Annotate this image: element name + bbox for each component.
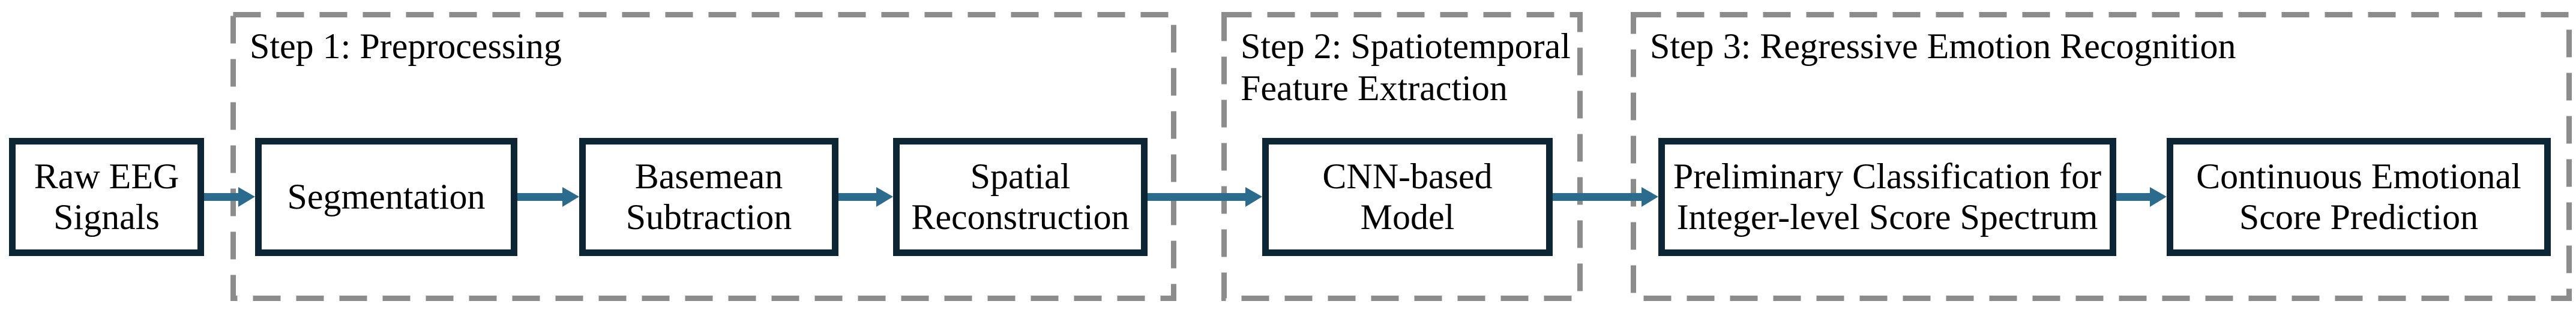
node-spatial-reconstruction-label: Spatial Reconstruction xyxy=(911,156,1130,237)
flow-arrow-cnn-to-preliminary xyxy=(1553,187,1658,207)
arrow-shaft xyxy=(838,193,877,201)
node-segmentation-label: Segmentation xyxy=(287,176,486,216)
node-raw-eeg-signals-label: Raw EEG Signals xyxy=(34,156,179,237)
arrow-shaft xyxy=(2116,193,2151,201)
group-step-1-title: Step 1: Preprocessing xyxy=(250,26,562,66)
group-step-2-spatiotemporal-feature-extraction: Step 2: Spatiotemporal Feature Extractio… xyxy=(1221,12,1583,301)
flow-arrow-basemean-to-spatial xyxy=(838,187,893,207)
group-step-2-title: Step 2: Spatiotemporal Feature Extractio… xyxy=(1241,26,1571,109)
node-spatial-reconstruction: Spatial Reconstruction xyxy=(893,138,1148,256)
node-continuous-emotional-score-prediction: Continuous Emotional Score Prediction xyxy=(2167,138,2551,256)
node-basemean-subtraction-label: Basemean Subtraction xyxy=(625,156,792,237)
arrow-head-icon xyxy=(562,187,579,207)
arrow-head-icon xyxy=(876,187,893,207)
arrow-shaft xyxy=(1553,193,1643,201)
node-segmentation: Segmentation xyxy=(255,138,517,256)
flow-arrow-segmentation-to-basemean xyxy=(517,187,579,207)
arrow-head-icon xyxy=(1642,187,1658,207)
group-step-1-preprocessing: Step 1: Preprocessing xyxy=(230,12,1176,301)
arrow-head-icon xyxy=(2150,187,2167,207)
node-raw-eeg-signals: Raw EEG Signals xyxy=(9,138,204,256)
arrow-head-icon xyxy=(238,187,255,207)
arrow-shaft xyxy=(204,193,239,201)
node-preliminary-classification-label: Preliminary Classification for Integer-l… xyxy=(1673,156,2102,237)
flow-arrow-raw-to-segmentation xyxy=(204,187,255,207)
dashed-border xyxy=(230,12,1176,301)
node-cnn-based-model-label: CNN-based Model xyxy=(1322,156,1493,237)
node-cnn-based-model: CNN-based Model xyxy=(1262,138,1553,256)
flow-arrow-spatial-to-cnn xyxy=(1148,187,1262,207)
flow-arrow-preliminary-to-continuous xyxy=(2116,187,2167,207)
group-step-3-title: Step 3: Regressive Emotion Recognition xyxy=(1650,26,2236,66)
arrow-head-icon xyxy=(1245,187,1262,207)
node-continuous-emotional-score-prediction-label: Continuous Emotional Score Prediction xyxy=(2196,156,2521,237)
group-step-3-regressive-emotion-recognition: Step 3: Regressive Emotion Recognition xyxy=(1631,12,2572,301)
dashed-border xyxy=(1221,12,1583,301)
node-basemean-subtraction: Basemean Subtraction xyxy=(579,138,838,256)
arrow-shaft xyxy=(1148,193,1247,201)
node-preliminary-classification: Preliminary Classification for Integer-l… xyxy=(1658,138,2116,256)
arrow-shaft xyxy=(517,193,564,201)
dashed-border xyxy=(1631,12,2572,301)
